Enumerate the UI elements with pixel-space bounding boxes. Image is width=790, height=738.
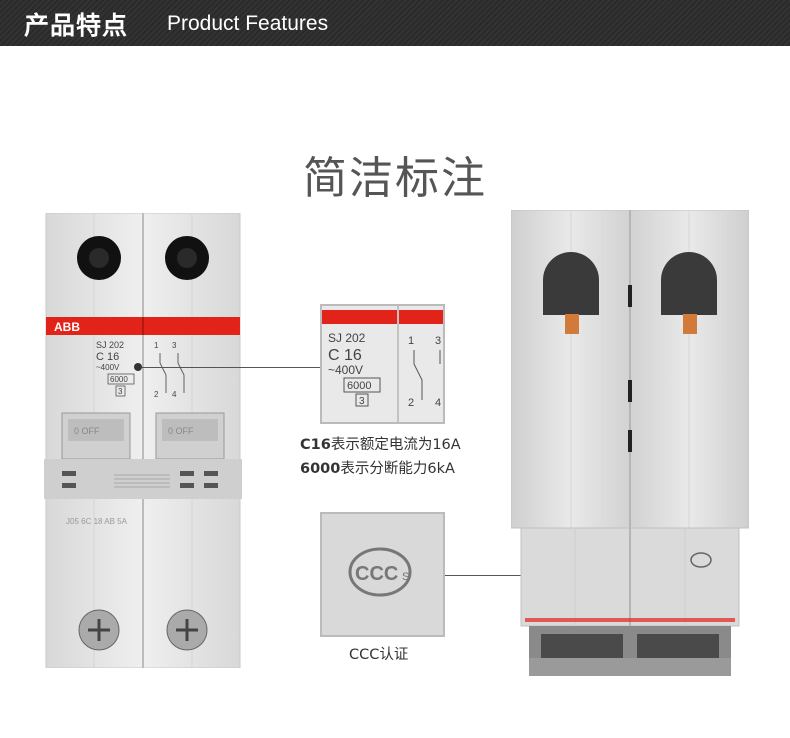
- desc-capacity: 6000表示分断能力6kA: [300, 461, 455, 477]
- desc-rating: C16表示额定电流为16A: [300, 437, 461, 453]
- main-title: 简洁标注: [303, 153, 487, 204]
- header-title-cn: 产品特点: [24, 11, 129, 40]
- svg-text:4: 4: [172, 390, 177, 399]
- svg-text:0 OFF: 0 OFF: [74, 426, 100, 436]
- svg-text:3: 3: [359, 396, 365, 407]
- svg-text:3: 3: [118, 387, 123, 396]
- label-leader-line: [140, 367, 320, 368]
- svg-text:3: 3: [172, 341, 177, 350]
- svg-text:6000: 6000: [347, 380, 371, 392]
- terminal-opening-left: [543, 252, 599, 315]
- breaker-side-image: [511, 210, 749, 676]
- ccc-label: CCC认证: [349, 647, 409, 663]
- svg-text:0 OFF: 0 OFF: [168, 426, 194, 436]
- header-title-en: Product Features: [167, 12, 329, 35]
- svg-text:~400V: ~400V: [96, 363, 120, 372]
- svg-text:6000: 6000: [110, 375, 128, 384]
- svg-text:2: 2: [154, 390, 159, 399]
- svg-text:1: 1: [154, 341, 159, 350]
- svg-text:S: S: [402, 571, 409, 583]
- svg-text:C 16: C 16: [96, 351, 119, 363]
- svg-text:J05 6C 18 AB 5A: J05 6C 18 AB 5A: [66, 517, 128, 526]
- svg-text:SJ 202: SJ 202: [96, 340, 124, 350]
- svg-text:4: 4: [435, 397, 441, 409]
- ccc-mark-icon: [348, 547, 412, 597]
- leader-dot: [134, 363, 142, 371]
- header-banner: 产品特点 Product Features: [0, 0, 790, 46]
- label-zoom-box: SJ 202 C 16 ~400V 6000 3 1 3 2 4: [320, 304, 445, 424]
- svg-text:CCC: CCC: [355, 563, 398, 585]
- svg-text:SJ 202: SJ 202: [328, 331, 366, 345]
- svg-text:1: 1: [408, 335, 414, 347]
- breaker-front-image: ABB SJ 202 C 16 ~400V 6000 3 1 3 2 4 0 O…: [44, 213, 242, 668]
- brand-logo: ABB: [54, 320, 80, 334]
- svg-text:~400V: ~400V: [328, 363, 363, 377]
- ccc-small-mark-icon: [690, 552, 712, 568]
- svg-text:C 16: C 16: [328, 347, 362, 364]
- ccc-zoom-box: CCC S: [320, 512, 445, 637]
- svg-text:3: 3: [435, 335, 441, 347]
- terminal-opening-right: [661, 252, 717, 315]
- svg-text:2: 2: [408, 397, 414, 409]
